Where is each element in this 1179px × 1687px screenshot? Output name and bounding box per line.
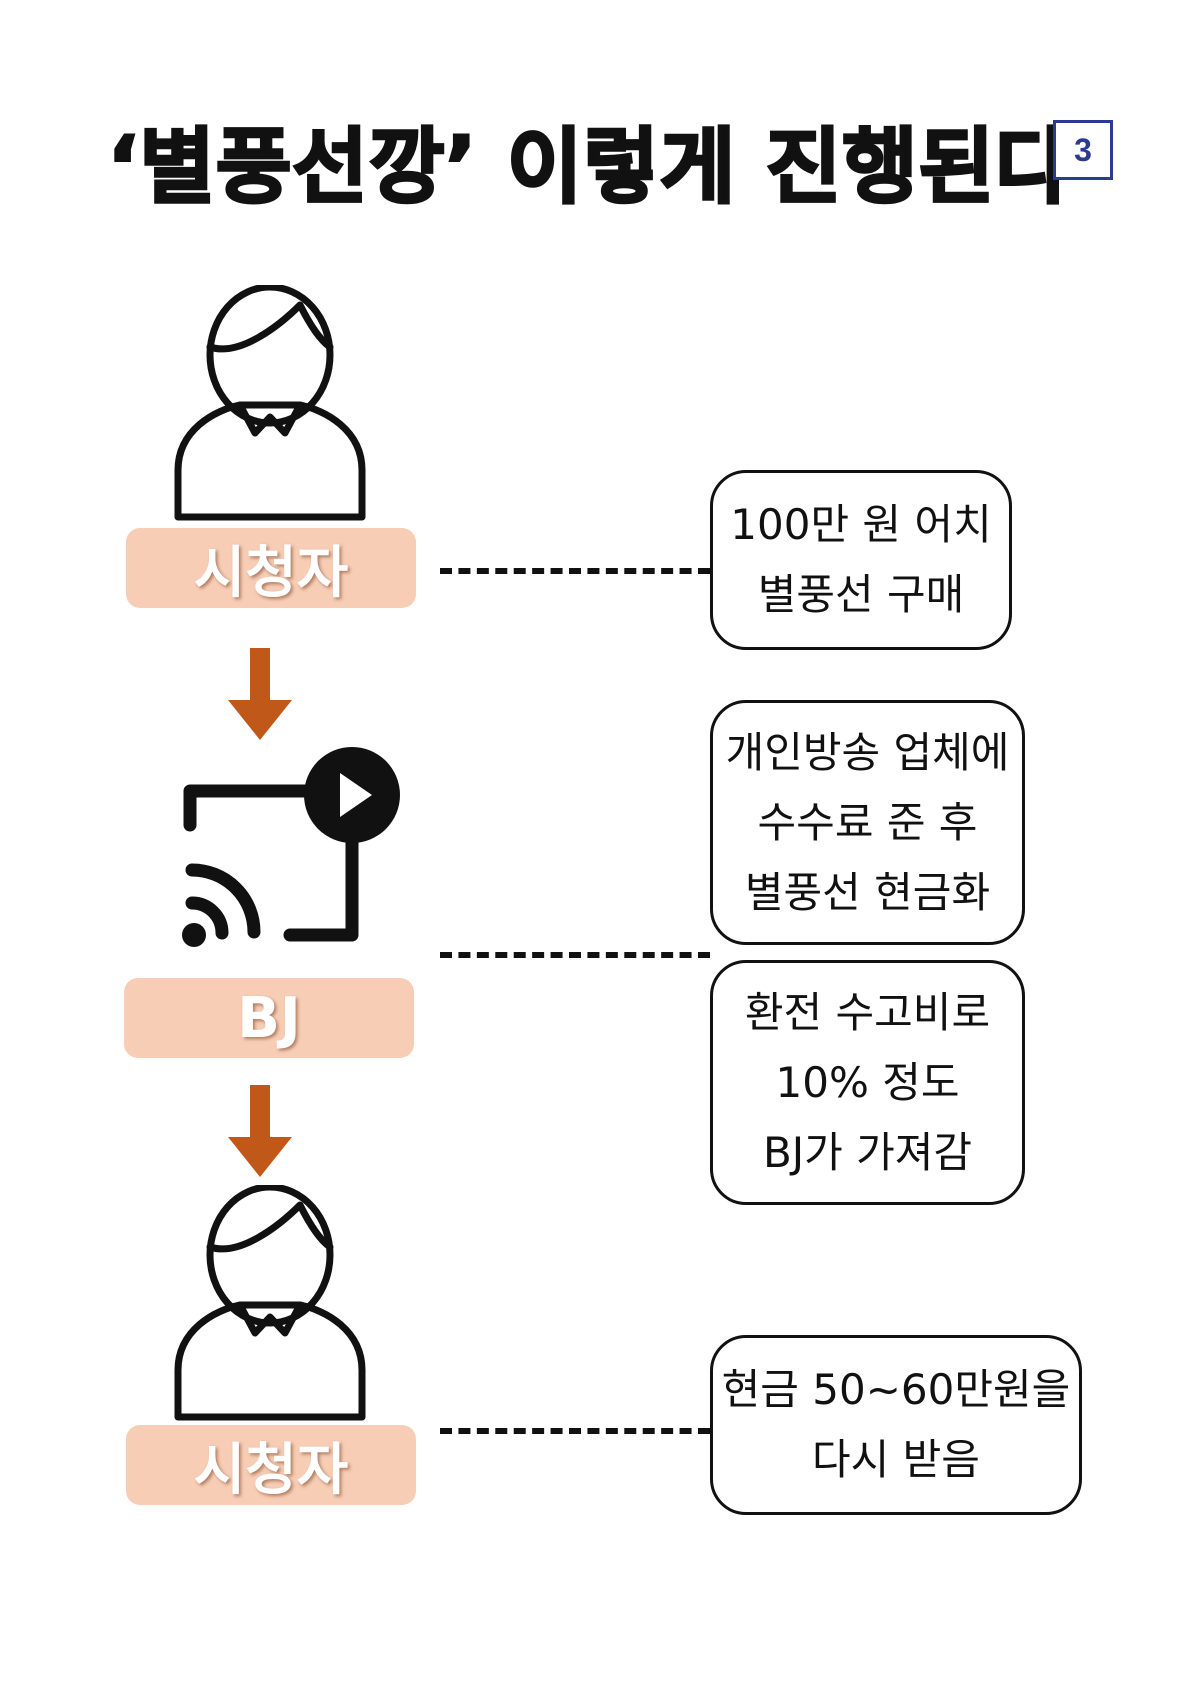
note-line: 환전 수고비로 [744,987,991,1037]
note-line: 별풍선 현금화 [744,867,991,917]
note-line: 수수료 준 후 [757,797,978,847]
page-title: ‘별풍선깡’ 이렇게 진행된다 [106,119,1072,217]
note-commission: 환전 수고비로 10% 정도 BJ가 가져감 [710,960,1025,1205]
connector-line [440,1428,710,1434]
arrow-down-icon [228,648,292,740]
note-line: 10% 정도 [775,1057,960,1107]
viewer-label-bottom: 시청자 [126,1425,416,1505]
note-line: BJ가 가져감 [762,1127,973,1177]
broadcast-icon [182,747,400,947]
note-line: 개인방송 업체에 [725,727,1010,777]
note-line: 별풍선 구매 [757,570,965,619]
arrow-down-icon [228,1085,292,1177]
note-line: 다시 받음 [812,1435,980,1484]
note-return: 현금 50~60만원을 다시 받음 [710,1335,1082,1515]
page-number-badge: 3 [1053,120,1113,180]
bj-label: BJ [124,978,414,1058]
viewer-label-top: 시청자 [126,528,416,608]
note-line: 100만 원 어치 [730,500,992,549]
note-line: 현금 50~60만원을 [721,1365,1071,1414]
user-icon [174,1185,366,1421]
note-cashout: 개인방송 업체에 수수료 준 후 별풍선 현금화 [710,700,1025,945]
user-icon [174,285,366,521]
note-purchase: 100만 원 어치 별풍선 구매 [710,470,1012,650]
connector-line [440,568,710,574]
connector-line [440,952,710,958]
